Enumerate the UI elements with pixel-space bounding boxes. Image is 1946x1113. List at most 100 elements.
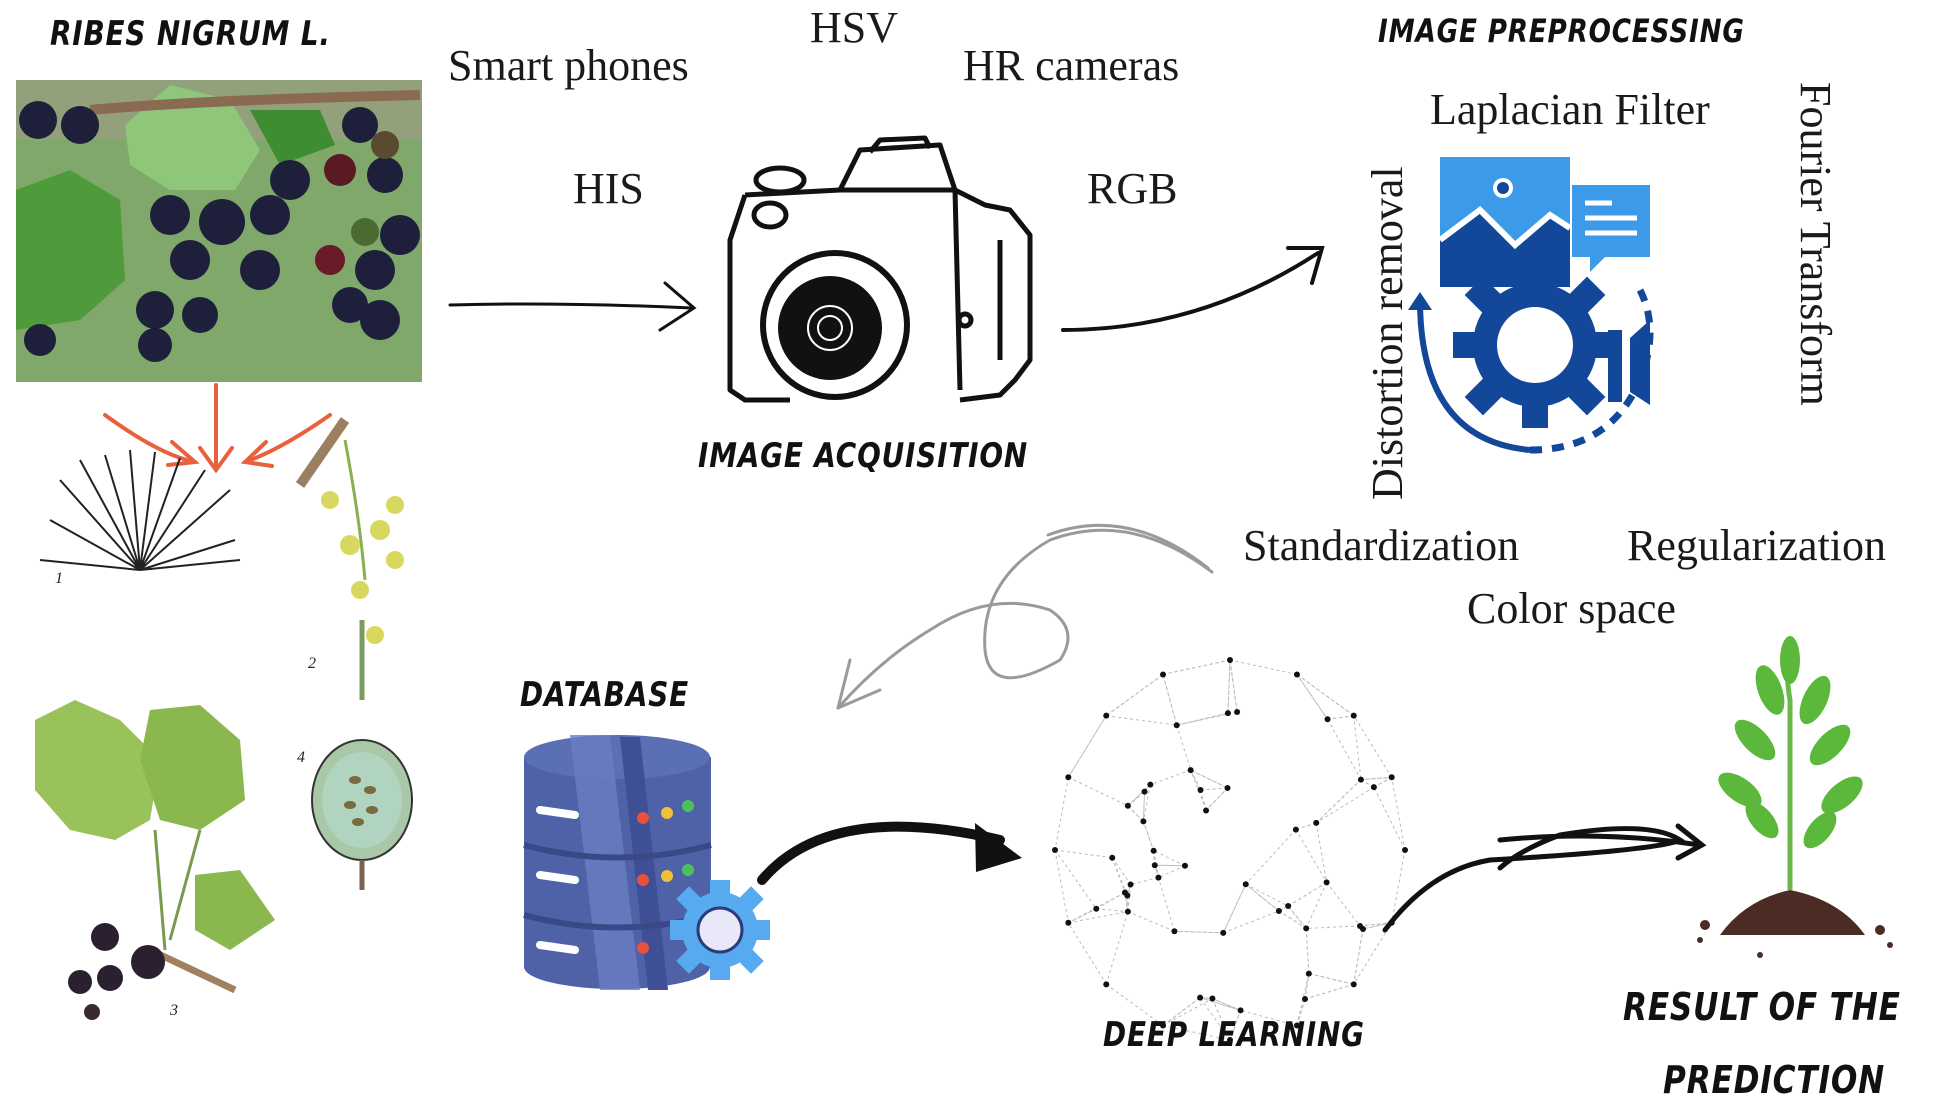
network-edge <box>1245 883 1280 912</box>
network-node <box>1124 908 1131 915</box>
network-edge <box>1111 857 1128 896</box>
network-node <box>1151 862 1158 869</box>
color-model-his: HIS <box>573 164 644 213</box>
leaf-branch-illustration <box>35 700 275 1020</box>
label-1: 1 <box>55 570 63 587</box>
network-edge <box>1127 784 1151 807</box>
network-edge <box>1212 998 1241 1011</box>
network-edge <box>1068 908 1097 924</box>
network-edge <box>1142 821 1155 851</box>
network-node <box>1350 712 1357 719</box>
network-edge <box>1105 911 1129 985</box>
network-edge <box>1245 883 1280 912</box>
network-node <box>1160 1022 1167 1029</box>
network-node <box>1141 788 1148 795</box>
network-edge <box>1127 791 1145 807</box>
network-edge <box>1190 769 1228 789</box>
network-node <box>1065 919 1072 926</box>
network-edge <box>1315 822 1328 883</box>
network-edge <box>1360 776 1392 781</box>
label-3: 3 <box>169 1002 178 1019</box>
device-label-smart-phones: Smart phones <box>448 41 689 90</box>
network-node <box>1103 712 1110 719</box>
network-node <box>1220 929 1227 936</box>
network-node <box>1313 819 1320 826</box>
network-edge <box>1176 725 1192 771</box>
network-node <box>1224 710 1231 717</box>
label-4: 4 <box>297 749 305 766</box>
network-node <box>1227 1037 1233 1043</box>
network-edge <box>1130 877 1159 886</box>
camera-lens <box>778 276 882 380</box>
soil <box>1720 890 1865 935</box>
network-node <box>1181 862 1188 869</box>
network-edge <box>1150 769 1191 786</box>
network-edge <box>1359 922 1392 927</box>
network-node <box>1109 854 1116 861</box>
network-edge <box>1211 998 1231 1041</box>
network-edge <box>1054 849 1069 923</box>
network-edge <box>1127 784 1151 807</box>
network-edge <box>1154 864 1185 867</box>
network-node <box>1234 709 1241 716</box>
status-lights <box>637 800 694 954</box>
network-node <box>1388 774 1395 781</box>
network-edge <box>1176 712 1229 726</box>
deep-learning-title: DEEP LEARNING <box>1103 1015 1365 1055</box>
network-edge <box>1127 805 1144 822</box>
network-edge <box>1142 791 1146 822</box>
network-node <box>1370 784 1377 791</box>
network-node <box>1093 905 1100 912</box>
network-edge <box>1391 849 1406 923</box>
network-edge <box>1229 1010 1242 1041</box>
network-node <box>1197 787 1204 794</box>
network-edge <box>1229 1010 1242 1041</box>
network-edge <box>1154 864 1185 867</box>
network-edge <box>1222 884 1247 934</box>
network-edge <box>1199 997 1231 1041</box>
network-edge <box>1287 905 1307 929</box>
network-edge <box>1205 787 1228 811</box>
network-edge <box>1190 769 1201 791</box>
arrow-db-to-dl <box>757 821 1005 885</box>
orange-arrow-left <box>103 413 197 464</box>
arrow-photo-to-camera <box>448 302 694 310</box>
network-node <box>1124 892 1131 899</box>
network-edge <box>1227 659 1231 714</box>
network-edge <box>1305 928 1310 974</box>
orange-arrow-right <box>243 413 332 464</box>
network-node <box>1227 657 1233 663</box>
network-node <box>1140 818 1147 825</box>
network-node <box>1160 671 1167 678</box>
speaker-icon <box>1608 330 1622 402</box>
network-node <box>1323 879 1330 886</box>
network-node <box>1293 671 1300 678</box>
network-edge <box>1068 908 1097 924</box>
network-node <box>1065 774 1072 781</box>
network-edge <box>1096 908 1128 913</box>
network-node <box>1127 881 1134 888</box>
network-node <box>1301 995 1308 1002</box>
network-edge <box>1304 973 1310 1000</box>
laplacian-filter-label: Laplacian Filter <box>1430 85 1710 134</box>
network-edge <box>1295 829 1328 883</box>
network-node <box>1275 908 1282 915</box>
network-edge <box>1353 715 1393 778</box>
network-edge <box>1240 1009 1298 1027</box>
refresh-arc <box>1417 299 1531 453</box>
network-edge <box>1327 715 1354 720</box>
network-node <box>1303 925 1310 932</box>
preprocessing-title: IMAGE PREPROCESSING <box>1378 12 1745 50</box>
network-edge <box>1306 925 1361 929</box>
network-edge <box>1054 849 1113 859</box>
network-edge <box>1190 769 1207 811</box>
network-edge <box>1127 805 1144 822</box>
network-node <box>1203 807 1210 814</box>
network-edge <box>1391 777 1406 851</box>
network-edge <box>1305 882 1328 929</box>
network-node <box>1402 847 1408 853</box>
